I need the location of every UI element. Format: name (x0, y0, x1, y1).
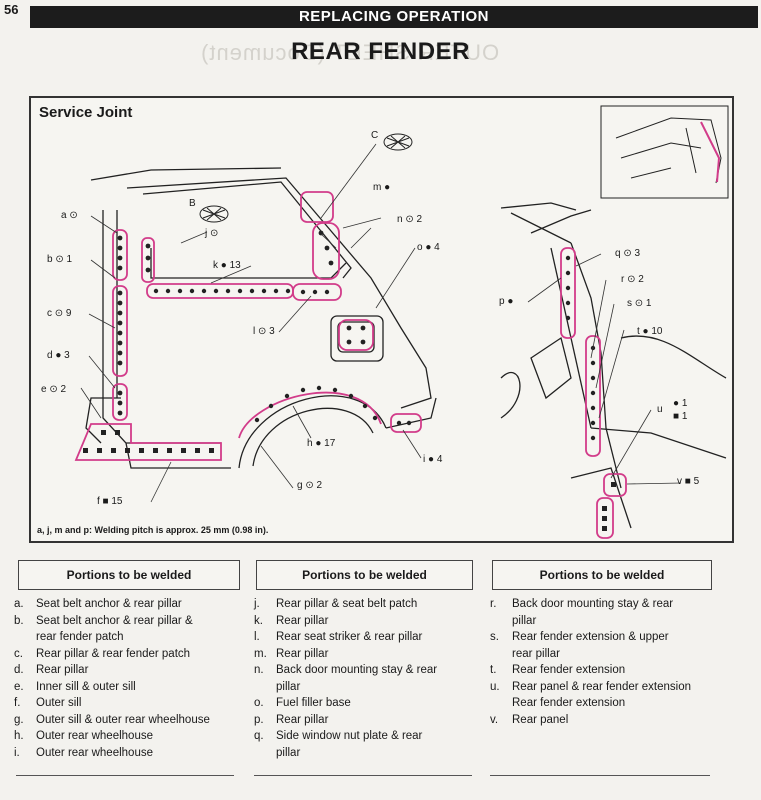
list-item: j.Rear pillar & seat belt patch (254, 598, 418, 610)
table-3-header: Portions to be welded (492, 560, 712, 590)
table-1-header: Portions to be welded (18, 560, 240, 590)
label-c: c ⊙ 9 (47, 308, 72, 319)
list-item: e.Inner sill & outer sill (14, 680, 136, 693)
label-i: i ● 4 (423, 454, 443, 465)
list-item: Rear fender extension (512, 697, 626, 709)
label-patch-b: B (189, 198, 196, 209)
table-1-list: a.Seat belt anchor & rear pillar b.Seat … (14, 596, 246, 761)
label-k: k ● 13 (213, 260, 241, 271)
page-title: REAR FENDER (291, 38, 470, 65)
list-item: d.Rear pillar (14, 664, 89, 676)
list-item: rear fender patch (36, 631, 124, 643)
list-item: a.Seat belt anchor & rear pillar (14, 598, 182, 610)
diagram-heading: Service Joint (39, 104, 133, 121)
section-header: REPLACING OPERATION (30, 6, 758, 28)
label-g: g ⊙ 2 (297, 480, 323, 491)
label-f: f ■ 15 (97, 496, 123, 507)
table-3-footer-rule (490, 775, 710, 776)
table-1-footer-rule (16, 775, 234, 776)
list-item: u.Rear panel & rear fender extension (490, 680, 691, 693)
list-item: g.Outer sill & outer rear wheelhouse (14, 713, 210, 726)
list-item: pillar (512, 614, 537, 627)
list-item: pillar (276, 746, 301, 759)
list-item: q.Side window nut plate & rear (254, 730, 423, 742)
list-item: t.Rear fender extension (490, 664, 626, 676)
label-e: e ⊙ 2 (41, 384, 67, 395)
list-item: p.Rear pillar (254, 713, 329, 726)
label-r: r ⊙ 2 (621, 274, 644, 285)
table-3-list: r.Back door mounting stay & rear pillar … (490, 596, 722, 728)
list-item: h.Outer rear wheelhouse (14, 730, 153, 742)
label-u-spot: ● 1 (673, 398, 688, 409)
list-item: k.Rear pillar (254, 614, 329, 627)
list-item: f.Outer sill (14, 697, 82, 709)
table-2-footer-rule (254, 775, 472, 776)
table-2-list: j.Rear pillar & seat belt patch k.Rear p… (254, 596, 472, 761)
label-u-plug: ■ 1 (673, 411, 688, 422)
label-t: t ● 10 (637, 326, 663, 337)
label-o: o ● 4 (417, 242, 440, 253)
label-q: q ⊙ 3 (615, 248, 641, 259)
list-item: l.Rear seat striker & rear pillar (254, 631, 423, 643)
label-u: u (657, 404, 663, 415)
welding-pitch-note: a, j, m and p: Welding pitch is approx. … (37, 525, 269, 535)
list-item: i.Outer rear wheelhouse (14, 746, 153, 759)
list-item: o.Fuel filler base (254, 697, 351, 709)
page-number: 56 (4, 2, 19, 17)
list-item: c.Rear pillar & rear fender patch (14, 647, 191, 660)
list-item: r.Back door mounting stay & rear (490, 598, 674, 610)
label-b: b ⊙ 1 (47, 254, 73, 265)
list-item: v.Rear panel (490, 713, 569, 726)
fender-illustration (74, 105, 729, 539)
label-n: n ⊙ 2 (397, 214, 423, 225)
label-j: j ⊙ (205, 228, 219, 239)
list-item: m.Rear pillar (254, 647, 329, 660)
label-patch-c: C (371, 130, 379, 141)
list-item: s.Rear fender extension & upper (490, 631, 669, 643)
label-h: h ● 17 (307, 438, 336, 449)
label-m: m ● (373, 182, 391, 193)
list-item: rear pillar (512, 647, 560, 660)
label-v: v ■ 5 (677, 476, 700, 487)
label-s: s ⊙ 1 (627, 298, 652, 309)
label-a: a ⊙ (61, 210, 78, 221)
label-p: p ● (499, 296, 514, 307)
label-l: l ⊙ 3 (253, 326, 275, 337)
list-item: b.Seat belt anchor & rear pillar & (14, 614, 193, 627)
label-d: d ● 3 (47, 350, 70, 361)
list-item: n.Back door mounting stay & rear (254, 664, 438, 676)
list-item: pillar (276, 680, 301, 693)
table-2-header: Portions to be welded (256, 560, 473, 590)
service-joint-diagram: Service Joint a ⊙ b ⊙ 1 c ⊙ 9 d ● 3 e ⊙ … (29, 96, 734, 543)
